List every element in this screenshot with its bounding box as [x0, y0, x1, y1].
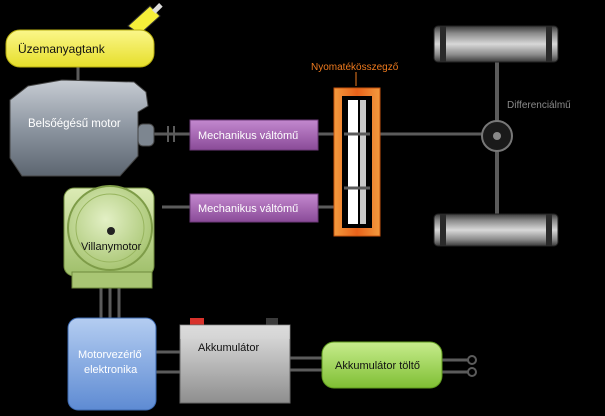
- gearbox-bottom-label: Mechanikus váltómű: [198, 203, 298, 215]
- motor-electronics-label-line1: Motorvezérlő: [78, 349, 142, 361]
- fuel-nozzle-icon: [127, 3, 163, 35]
- differential-label: Differenciálmű: [507, 100, 571, 111]
- battery-charger: Akkumulátor töltő: [321, 341, 443, 389]
- motor-electronics: Motorvezérlő elektronika: [67, 317, 157, 411]
- electric-motor: Villanymotor: [63, 185, 155, 289]
- torque-coupler: Nyomatékösszegző: [311, 62, 399, 237]
- differential: Differenciálmű: [481, 100, 571, 152]
- combustion-engine: Belsőégésű motor: [9, 79, 155, 177]
- plug-pin-bottom: [467, 367, 477, 377]
- plug-pin-top: [467, 355, 477, 365]
- fuel-tank-label: Üzemanyagtank: [18, 42, 106, 56]
- gearbox-top-label: Mechanikus váltómű: [198, 130, 298, 142]
- fuel-tank: Üzemanyagtank: [5, 3, 163, 68]
- combustion-engine-label: Belsőégésű motor: [28, 118, 121, 130]
- rear-wheel-top: [433, 25, 559, 63]
- clutch-marks: [167, 126, 175, 142]
- battery: Akkumulátor: [179, 318, 291, 404]
- motor-electronics-label-line2: elektronika: [84, 364, 138, 376]
- battery-label: Akkumulátor: [198, 342, 259, 354]
- gearbox-bottom: Mechanikus váltómű: [189, 193, 319, 223]
- gearbox-top: Mechanikus váltómű: [189, 119, 319, 151]
- rear-wheel-bottom: [433, 213, 559, 247]
- electric-motor-label: Villanymotor: [81, 241, 142, 253]
- torque-coupler-label: Nyomatékösszegző: [311, 62, 399, 73]
- charger-label: Akkumulátor töltő: [335, 360, 420, 372]
